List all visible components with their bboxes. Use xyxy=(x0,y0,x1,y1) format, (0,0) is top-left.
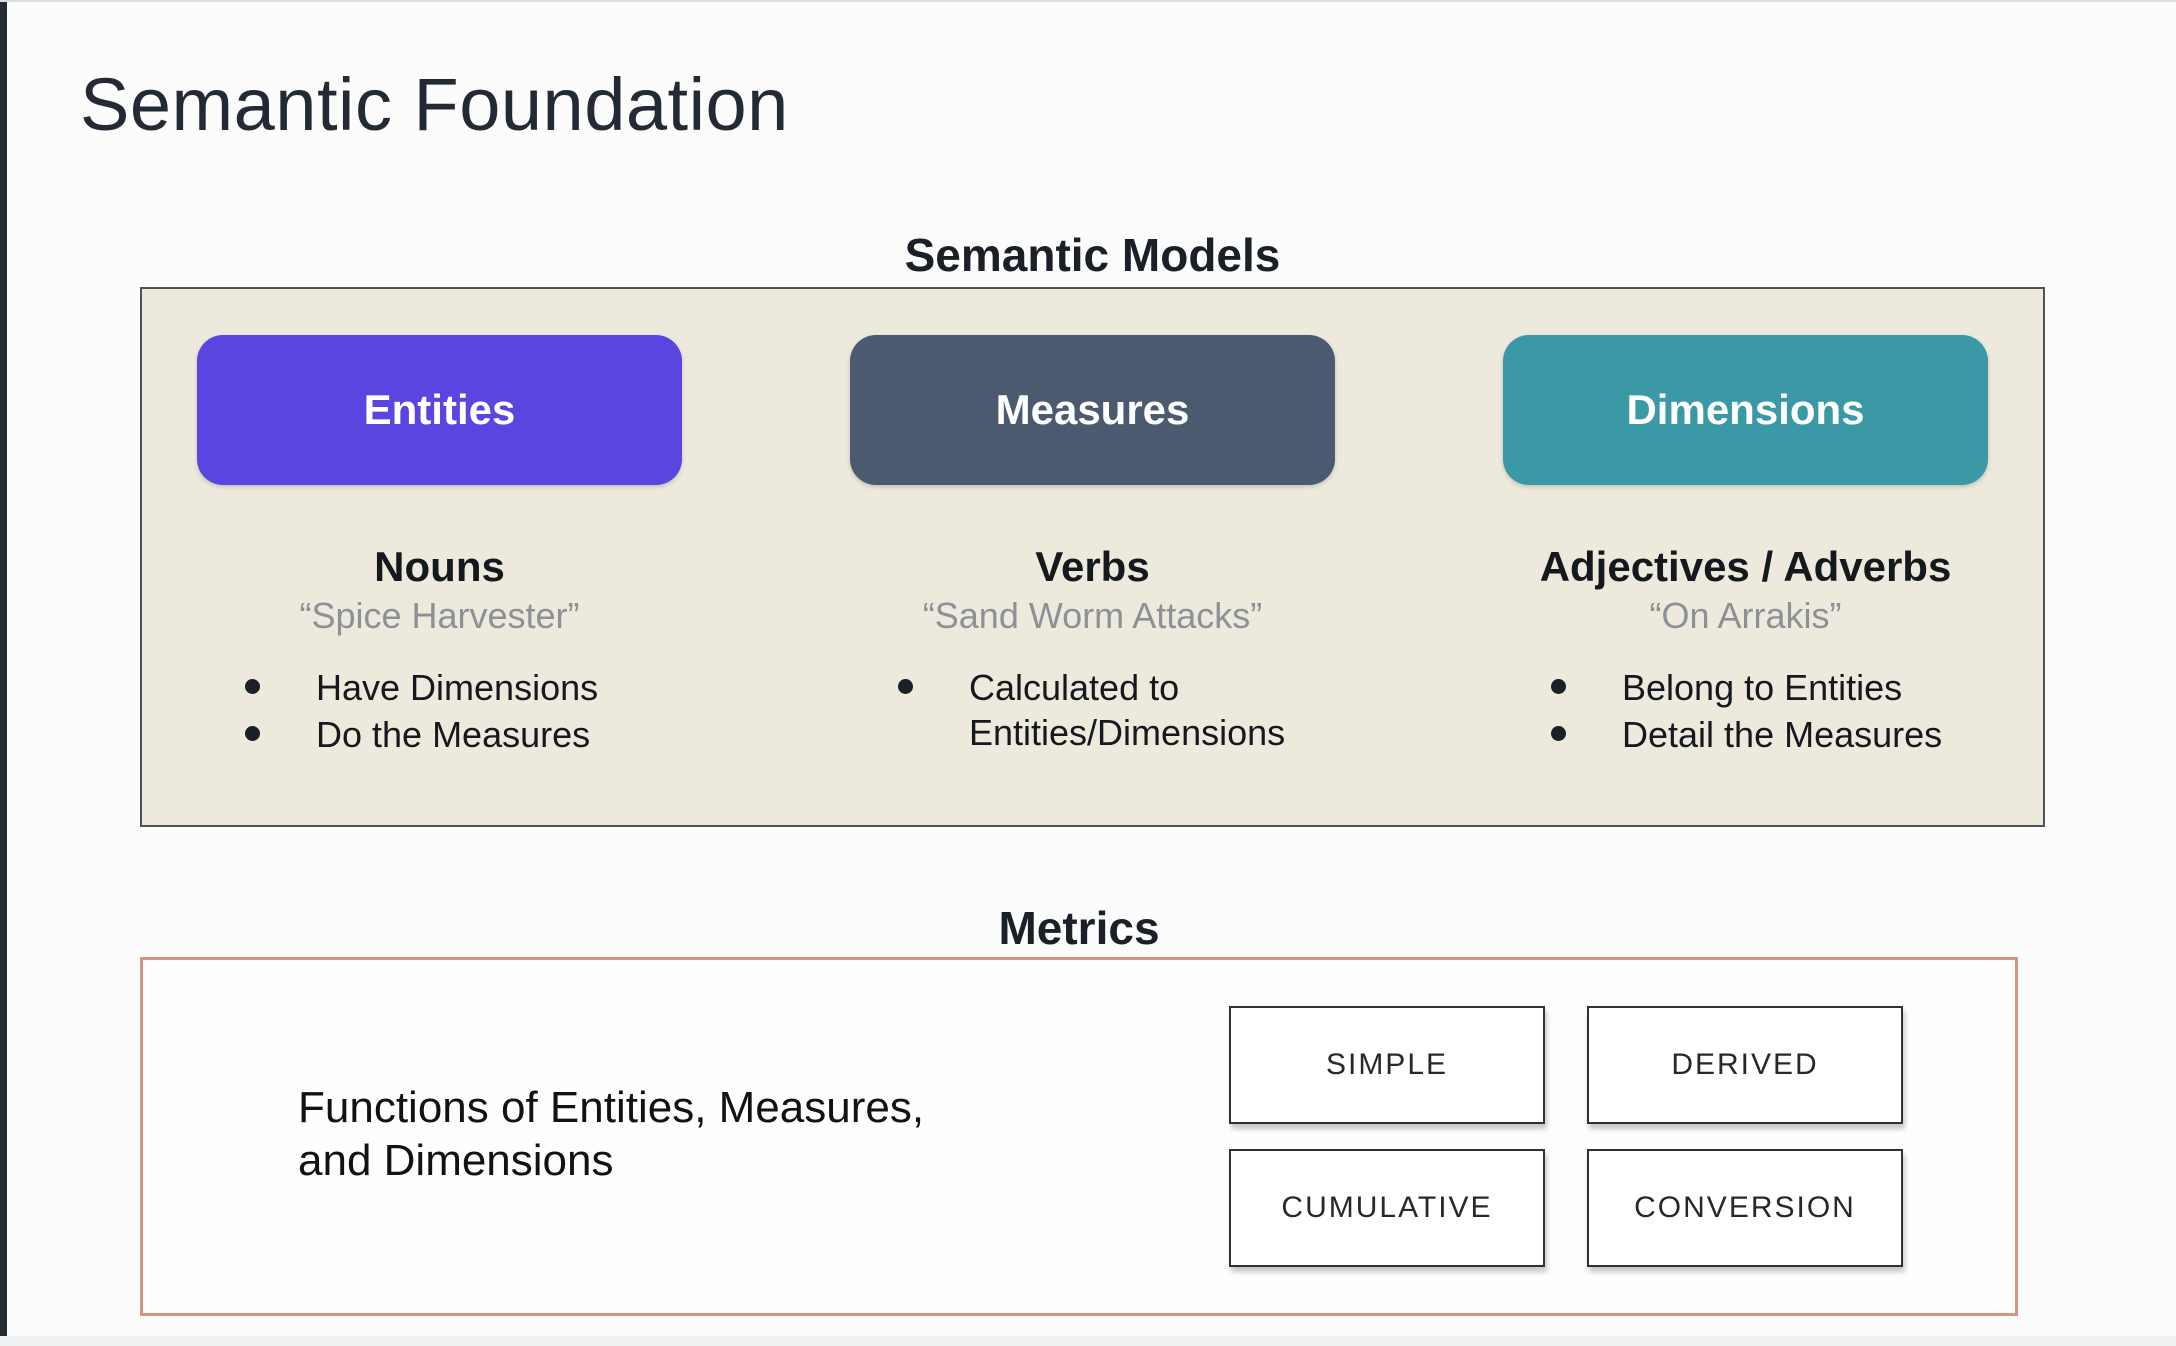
bullet-dot-icon xyxy=(898,679,913,695)
metric-type-cumulative: CUMULATIVE xyxy=(1229,1149,1545,1267)
metric-type-simple: SIMPLE xyxy=(1229,1006,1545,1124)
bullet-dot-icon xyxy=(245,679,260,695)
bullet-dot-icon xyxy=(1551,679,1566,695)
bullet-label: Do the Measures xyxy=(316,714,591,756)
top-edge-line xyxy=(0,0,2176,2)
measures-column: Measures Verbs “Sand Worm Attacks” Calcu… xyxy=(850,335,1335,825)
metrics-heading: Metrics xyxy=(998,902,1160,954)
page-title: Semantic Foundation xyxy=(80,63,789,146)
entities-bullet-list: Have Dimensions Do the Measures xyxy=(245,665,598,759)
bullet-dot-icon xyxy=(1551,726,1566,742)
metric-types-grid: SIMPLE DERIVED CUMULATIVE CONVERSION xyxy=(1229,1006,1903,1267)
dimensions-node: Dimensions xyxy=(1503,335,1988,485)
measures-word-type: Verbs xyxy=(1035,543,1150,590)
bullet-label: Detail the Measures xyxy=(1622,714,1943,756)
dimensions-column: Dimensions Adjectives / Adverbs “On Arra… xyxy=(1503,335,1988,825)
measures-example: “Sand Worm Attacks” xyxy=(922,595,1263,637)
semantic-models-panel: Entities Nouns “Spice Harvester” Have Di… xyxy=(140,287,2045,827)
measures-bullet-list: Calculated to Entities/Dimensions xyxy=(898,665,1319,757)
metrics-panel: Functions of Entities, Measures, and Dim… xyxy=(140,957,2018,1316)
measures-node: Measures xyxy=(850,335,1335,485)
semantic-models-heading: Semantic Models xyxy=(904,229,1281,281)
bullet-label: Have Dimensions xyxy=(316,667,599,709)
dimensions-example: “On Arrakis” xyxy=(1649,595,1842,637)
bullet-label: Calculated to Entities/Dimensions xyxy=(969,667,1286,754)
bullet-label: Belong to Entities xyxy=(1622,667,1903,709)
dimensions-word-type: Adjectives / Adverbs xyxy=(1539,543,1952,590)
metric-type-derived: DERIVED xyxy=(1587,1006,1903,1124)
list-item: Detail the Measures xyxy=(1551,712,1942,757)
entities-word-type: Nouns xyxy=(374,543,505,590)
bullet-dot-icon xyxy=(245,726,260,742)
dimensions-bullet-list: Belong to Entities Detail the Measures xyxy=(1551,665,1942,759)
entities-example: “Spice Harvester” xyxy=(299,595,580,637)
left-edge-bar xyxy=(0,0,7,1346)
metric-type-conversion: CONVERSION xyxy=(1587,1149,1903,1267)
bottom-edge-strip xyxy=(0,1336,2176,1346)
list-item: Do the Measures xyxy=(245,712,598,757)
list-item: Belong to Entities xyxy=(1551,665,1942,710)
list-item: Have Dimensions xyxy=(245,665,598,710)
list-item: Calculated to Entities/Dimensions xyxy=(898,665,1319,755)
entities-node: Entities xyxy=(197,335,682,485)
entities-column: Entities Nouns “Spice Harvester” Have Di… xyxy=(197,335,682,825)
metrics-description: Functions of Entities, Measures, and Dim… xyxy=(298,1083,925,1185)
